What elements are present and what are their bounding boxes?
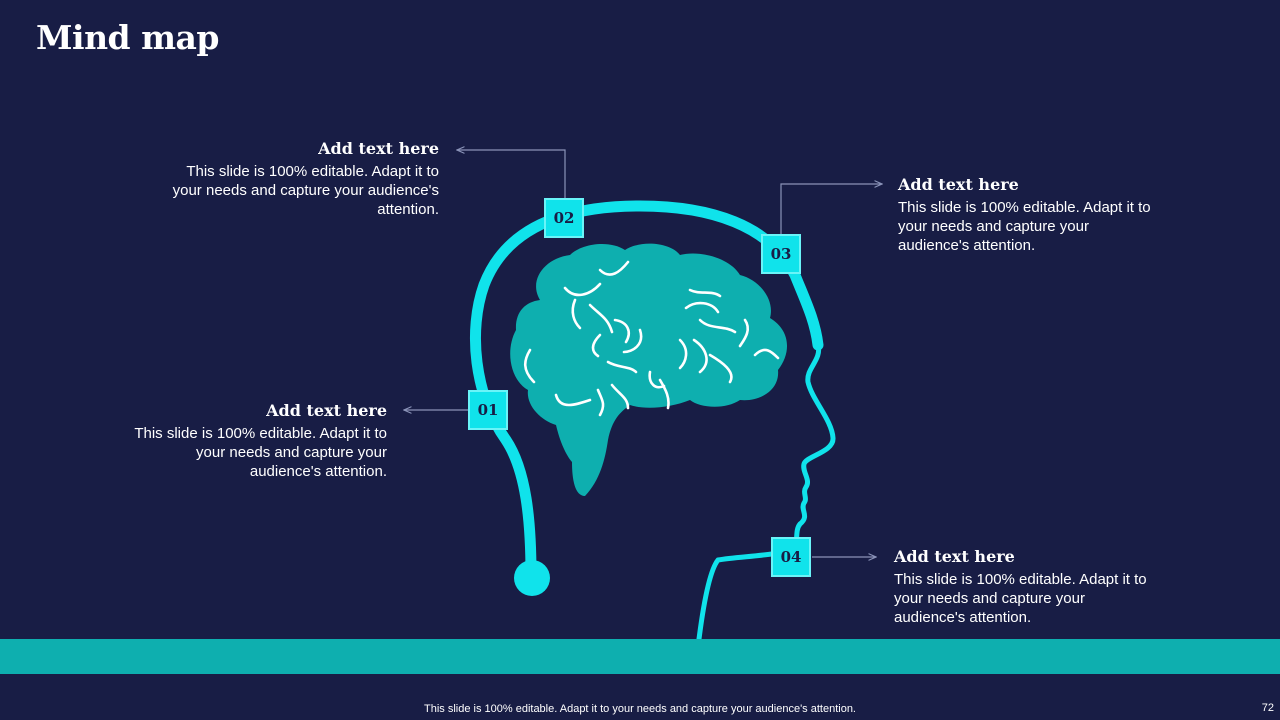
- step-badge-03: 03: [761, 234, 801, 274]
- text-block-03: Add text here This slide is 100% editabl…: [898, 175, 1160, 255]
- connector-02: [457, 150, 566, 198]
- face-profile: [696, 342, 836, 642]
- text-block-04: Add text here This slide is 100% editabl…: [894, 547, 1156, 627]
- brain-shape: [510, 243, 788, 496]
- step-badge-01: 01: [468, 390, 508, 430]
- step-badge-04: 04: [771, 537, 811, 577]
- text-block-body: This slide is 100% editable. Adapt it to…: [172, 163, 439, 218]
- text-block-body: This slide is 100% editable. Adapt it to…: [894, 571, 1147, 626]
- text-block-heading: Add text here: [894, 547, 1015, 566]
- page-number: 72: [1261, 702, 1274, 714]
- page-title: Mind map: [36, 18, 220, 57]
- connector-03: [780, 184, 882, 234]
- footer-note: This slide is 100% editable. Adapt it to…: [424, 703, 856, 715]
- connector-lines: [404, 150, 882, 557]
- bottom-band: [0, 639, 1280, 674]
- text-block-heading: Add text here: [898, 175, 1019, 194]
- text-block-body: This slide is 100% editable. Adapt it to…: [134, 425, 387, 480]
- text-block-heading: Add text here: [266, 401, 387, 420]
- step-badge-02: 02: [544, 198, 584, 238]
- text-block-body: This slide is 100% editable. Adapt it to…: [898, 199, 1151, 254]
- text-block-02: Add text here This slide is 100% editabl…: [165, 139, 439, 219]
- text-block-01: Add text here This slide is 100% editabl…: [130, 401, 387, 481]
- head-outline-end: [514, 560, 550, 596]
- brain-folds: [523, 260, 780, 417]
- text-block-heading: Add text here: [318, 139, 439, 158]
